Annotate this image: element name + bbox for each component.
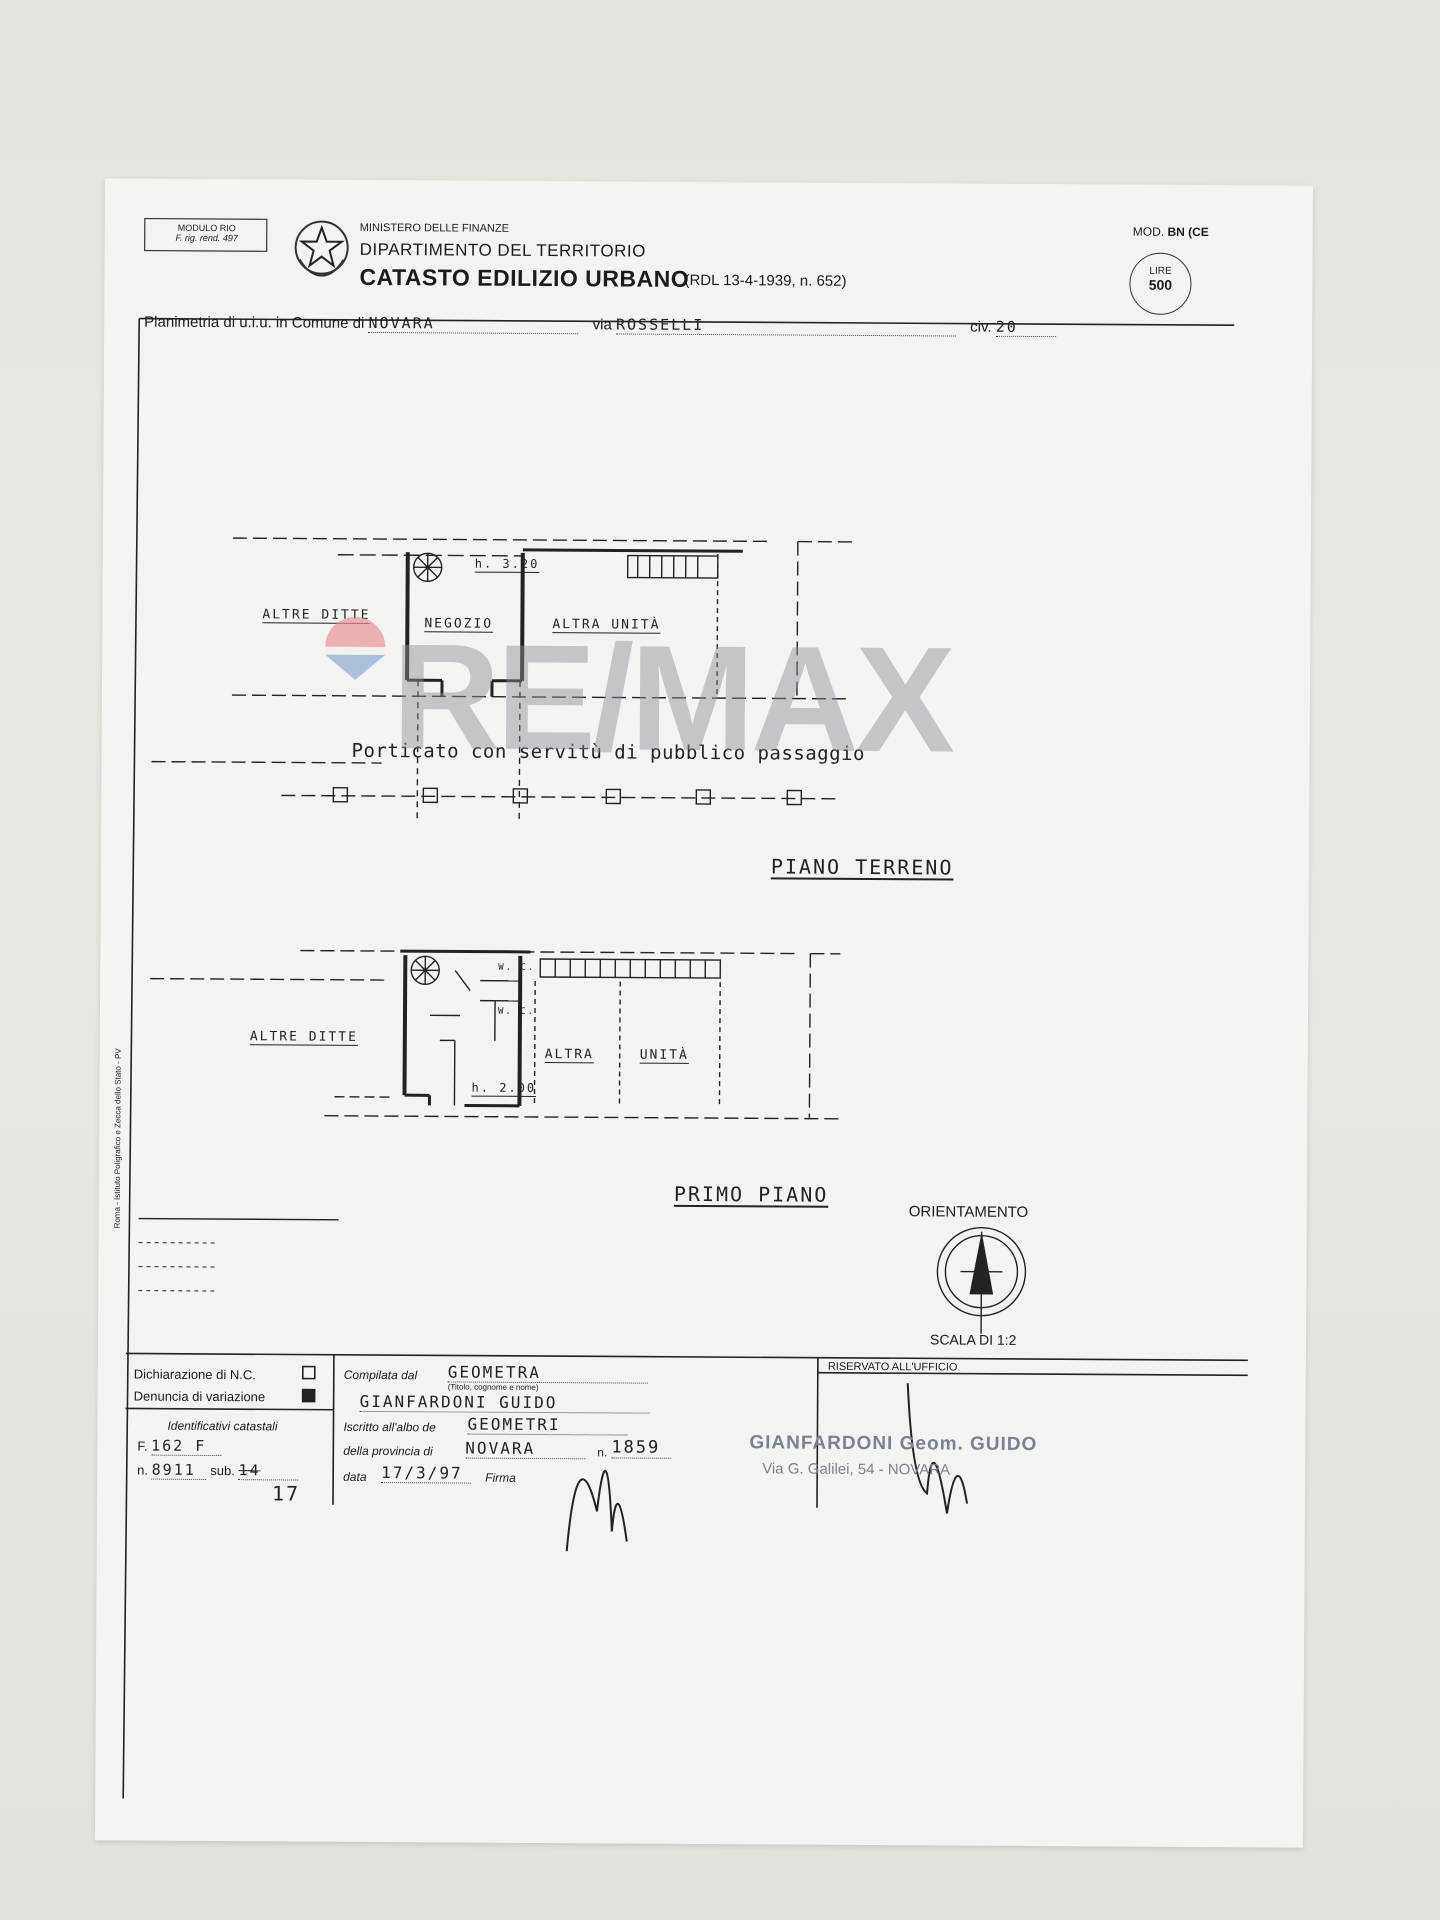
firma-label: Firma [485,1470,516,1485]
piano-terreno-label: PIANO TERRENO [770,854,954,880]
dichiarazione-nc: Dichiarazione di N.C. [133,1366,256,1383]
model-label: MOD. [1132,224,1165,239]
document-title: CATASTO EDILIZIO URBANO [359,263,690,292]
data-value: 17/3/97 [381,1463,472,1484]
iscritto-value: GEOMETRI [467,1414,628,1436]
first-altra: ALTRA [544,1047,594,1063]
sub-value-old: 14 [238,1461,299,1481]
data-label: data [343,1469,367,1484]
comune-value: NOVARA [368,313,579,335]
first-height: h. 2.00 [471,1080,537,1095]
civ-label: civ. [970,318,992,336]
address-line: Planimetria di u.i.u. in Comune di NOVAR… [144,313,1056,338]
modulo-code: MODULO RIO F. rig. rend. 497 [149,223,265,244]
foglio-row: F. 162 F [137,1436,222,1457]
denuncia-variazione: Denuncia di variazione [133,1388,266,1405]
model-code: MOD. BN (CE [1133,225,1209,239]
wc-1: W. C. [498,962,536,973]
compilata-value: GEOMETRA [447,1362,648,1384]
numero-row: n. 8911 sub. 14 [137,1460,299,1481]
compilata-label: Compilata dal [343,1367,418,1383]
printer-imprint: Roma - Istituto Poligrafico e Zecca dell… [112,1048,123,1229]
remax-balloon-icon [320,612,390,682]
via-label: via [592,316,612,334]
ground-height: h. 3.20 [474,556,540,571]
foglio-label: F. [137,1438,148,1454]
model-value: BN (CE [1167,224,1209,240]
stamp-value: 500 [1148,276,1173,293]
sub-label: sub. [210,1462,235,1479]
foglio-value: 162 F [151,1436,222,1457]
republic-emblem-icon [289,215,353,279]
revenue-stamp: LIRE 500 [1129,252,1192,315]
document-law-ref: (RDL 13-4-1939, n. 652) [684,271,847,290]
riservato-label: RISERVATO ALL'UFFICIO [827,1360,958,1374]
remax-watermark: RE/MAX [391,612,952,784]
first-altre-ditte: ALTRE DITTE [249,1029,358,1045]
office-stamp-name: GIANFARDONI Geom. GUIDO [749,1432,1038,1456]
compilata-hint: (Titolo, cognome e nome) [447,1382,539,1392]
wc-2: W. C. [497,1006,536,1017]
scale-label: SCALA DI 1:2 [929,1331,1017,1348]
sub-value-new: 17 [271,1481,301,1506]
provincia-label: della provincia di [343,1443,433,1459]
provincia-value: NOVARA [465,1438,586,1460]
office-stamp-address: Via G. Galilei, 54 - NOVARA [762,1460,951,1479]
albo-number-label: n. [597,1445,608,1460]
identificativi-label: Identificativi catastali [167,1418,278,1434]
modulo-line2: F. rig. rend. 497 [175,232,238,244]
stamp-label: LIRE [1149,265,1172,277]
iscritto-label: Iscritto all'albo de [343,1419,436,1435]
numero-label: n. [137,1462,149,1478]
civ-value: 20 [995,317,1056,338]
albo-number-value: 1859 [611,1437,672,1459]
via-value: ROSSELLI [615,315,957,337]
floor-plan-drawing [122,217,1248,1799]
department-name: DIPARTIMENTO DEL TERRITORIO [359,239,646,261]
surveyor-name: GIANFARDONI GUIDO [359,1391,650,1414]
primo-piano-label: PRIMO PIANO [673,1181,829,1207]
first-unita: UNITÀ [639,1047,689,1063]
cadastral-sheet: MODULO RIO F. rig. rend. 497 MINISTERO D… [94,178,1314,1848]
numero-value: 8911 [151,1460,207,1480]
planimetria-label: Planimetria di u.i.u. in Comune di [144,313,365,332]
modulo-line1: MODULO RIO [177,222,236,234]
ministry-name: MINISTERO DELLE FINANZE [359,221,509,235]
orientamento-label: ORIENTAMENTO [908,1203,1029,1221]
